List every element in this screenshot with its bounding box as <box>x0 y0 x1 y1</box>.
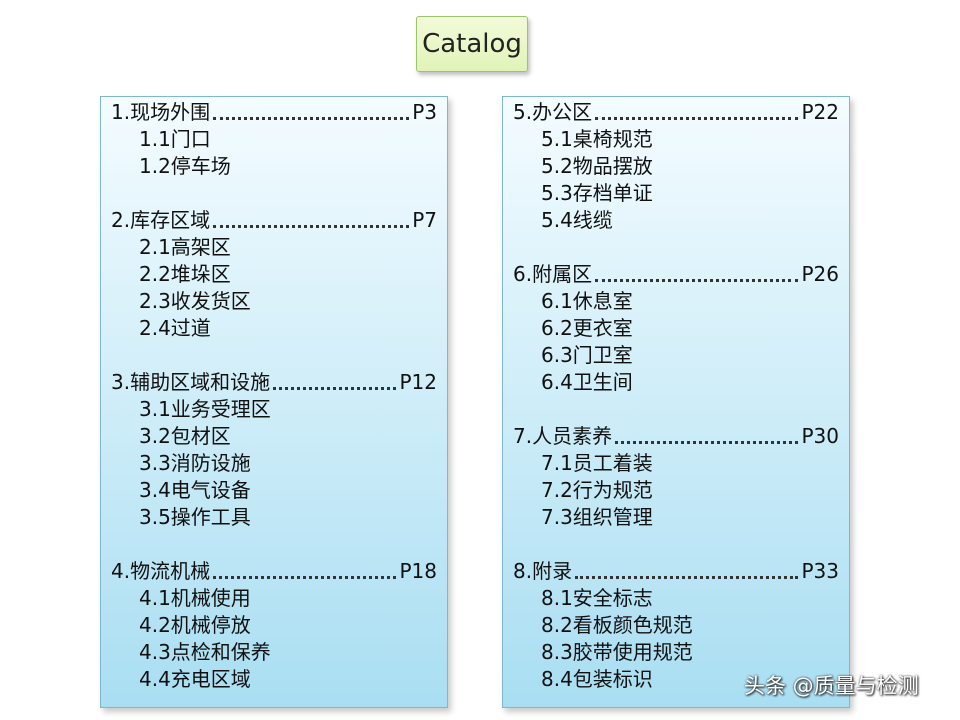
section-title: 1.现场外围 <box>111 100 211 124</box>
toc-subitem[interactable]: 7.3组织管理 <box>541 505 653 529</box>
page-number: P18 <box>399 559 437 583</box>
catalog-title: Catalog <box>416 16 528 72</box>
toc-subitem[interactable]: 7.1员工着装 <box>541 451 653 475</box>
toc-subitem[interactable]: 8.1安全标志 <box>541 586 653 610</box>
section-title: 4.物流机械 <box>111 559 211 583</box>
dot-leader <box>213 575 397 579</box>
toc-section: 5.办公区 P22 5.1桌椅规范 5.2物品摆放 5.3存档单证 5.4线缆 <box>513 99 839 234</box>
toc-subitem[interactable]: 4.3点检和保养 <box>139 640 271 664</box>
dot-leader <box>273 386 397 390</box>
page-number: P3 <box>412 100 437 124</box>
toc-section: 3.辅助区域和设施 P12 3.1业务受理区 3.2包材区 3.3消防设施 3.4电气设备… <box>111 369 437 531</box>
toc-section-heading[interactable]: 3.辅助区域和设施 P12 <box>111 369 437 396</box>
toc-panel-right: 5.办公区 P22 5.1桌椅规范 5.2物品摆放 5.3存档单证 5.4线缆 6.附属区 P… <box>502 96 850 708</box>
dot-leader <box>213 224 410 228</box>
dot-leader <box>213 116 410 120</box>
toc-subitem[interactable]: 2.3收发货区 <box>139 289 251 313</box>
dot-leader <box>595 278 799 282</box>
section-title: 3.辅助区域和设施 <box>111 370 271 394</box>
toc-subitem[interactable]: 3.5操作工具 <box>139 505 251 529</box>
toc-subitem[interactable]: 5.4线缆 <box>541 208 613 232</box>
page-number: P33 <box>801 559 839 583</box>
section-title: 5.办公区 <box>513 100 593 124</box>
dot-leader <box>615 440 799 444</box>
dot-leader <box>575 575 799 579</box>
toc-section: 7.人员素养 P30 7.1员工着装 7.2行为规范 7.3组织管理 <box>513 423 839 531</box>
dot-leader <box>595 116 799 120</box>
toc-subitem[interactable]: 5.1桌椅规范 <box>541 127 653 151</box>
toc-section-heading[interactable]: 7.人员素养 P30 <box>513 423 839 450</box>
toc-subitem[interactable]: 2.2堆垛区 <box>139 262 231 286</box>
toc-section-heading[interactable]: 2.库存区域 P7 <box>111 207 437 234</box>
page-number: P7 <box>412 208 437 232</box>
toc-subitem[interactable]: 4.1机械使用 <box>139 586 251 610</box>
toc-subitem[interactable]: 2.4过道 <box>139 316 211 340</box>
toc-section: 8.附录 P33 8.1安全标志 8.2看板颜色规范 8.3胶带使用规范 8.4包装标识 <box>513 558 839 693</box>
toc-subitem[interactable]: 2.1高架区 <box>139 235 231 259</box>
section-title: 7.人员素养 <box>513 424 613 448</box>
page-number: P26 <box>801 262 839 286</box>
toc-subitem[interactable]: 3.2包材区 <box>139 424 231 448</box>
toc-section-heading[interactable]: 5.办公区 P22 <box>513 99 839 126</box>
toc-subitem[interactable]: 8.3胶带使用规范 <box>541 640 693 664</box>
toc-subitem[interactable]: 4.2机械停放 <box>139 613 251 637</box>
page-number: P12 <box>399 370 437 394</box>
toc-section: 6.附属区 P26 6.1休息室 6.2更衣室 6.3门卫室 6.4卫生间 <box>513 261 839 396</box>
toc-section: 1.现场外围 P3 1.1门口 1.2停车场 <box>111 99 437 180</box>
toc-subitem[interactable]: 7.2行为规范 <box>541 478 653 502</box>
toc-subitem[interactable]: 4.4充电区域 <box>139 667 251 691</box>
toc-section-heading[interactable]: 6.附属区 P26 <box>513 261 839 288</box>
toc-section-heading[interactable]: 4.物流机械 P18 <box>111 558 437 585</box>
toc-subitem[interactable]: 6.1休息室 <box>541 289 633 313</box>
toc-section: 4.物流机械 P18 4.1机械使用 4.2机械停放 4.3点检和保养 4.4充电区域 <box>111 558 437 693</box>
watermark: 头条 @质量与检测 <box>744 674 919 698</box>
toc-subitem[interactable]: 3.3消防设施 <box>139 451 251 475</box>
page-number: P30 <box>801 424 839 448</box>
toc-subitem[interactable]: 8.2看板颜色规范 <box>541 613 693 637</box>
toc-section-heading[interactable]: 8.附录 P33 <box>513 558 839 585</box>
toc-section: 2.库存区域 P7 2.1高架区 2.2堆垛区 2.3收发货区 2.4过道 <box>111 207 437 342</box>
toc-subitem[interactable]: 1.2停车场 <box>139 154 231 178</box>
toc-subitem[interactable]: 3.4电气设备 <box>139 478 251 502</box>
toc-subitem[interactable]: 1.1门口 <box>139 127 211 151</box>
section-title: 2.库存区域 <box>111 208 211 232</box>
section-title: 6.附属区 <box>513 262 593 286</box>
toc-subitem[interactable]: 6.2更衣室 <box>541 316 633 340</box>
toc-subitem[interactable]: 5.3存档单证 <box>541 181 653 205</box>
toc-subitem[interactable]: 8.4包装标识 <box>541 667 653 691</box>
toc-subitem[interactable]: 6.4卫生间 <box>541 370 633 394</box>
section-title: 8.附录 <box>513 559 573 583</box>
toc-subitem[interactable]: 3.1业务受理区 <box>139 397 271 421</box>
toc-subitem[interactable]: 5.2物品摆放 <box>541 154 653 178</box>
toc-section-heading[interactable]: 1.现场外围 P3 <box>111 99 437 126</box>
page-number: P22 <box>801 100 839 124</box>
toc-subitem[interactable]: 6.3门卫室 <box>541 343 633 367</box>
